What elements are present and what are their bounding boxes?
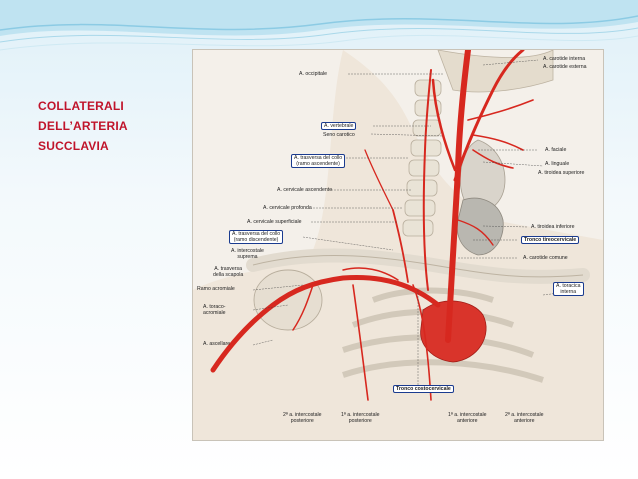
label-toraco-acromiale: A. toraco- acromiale: [203, 304, 226, 316]
label-trasversa-scapola-line2: della scapola: [213, 272, 244, 278]
label-1-int-post-line1: 1ª a. intercostale: [341, 412, 380, 418]
label-1-int-ant-line1: 1ª a. intercostale: [448, 412, 487, 418]
label-toracica-interna: A. toracica interna: [553, 282, 584, 296]
label-seno-carotico: Seno carotico: [323, 132, 355, 138]
label-intercostale-suprema-line2: suprema: [237, 254, 258, 260]
label-cervicale-ascendente: A. cervicale ascendente: [277, 187, 333, 193]
label-linguale: A. linguale: [545, 161, 570, 167]
label-trasversa-scapola-line1: A. trasversa: [214, 266, 242, 272]
label-ascellare: A. ascellare: [203, 341, 231, 347]
label-trasversa-collo-asc-line2: (ramo ascendente): [296, 161, 340, 167]
label-intercostale-suprema: A. intercostale suprema: [231, 248, 264, 260]
label-trasversa-collo-asc-line1: A. trasversa del collo: [294, 155, 343, 161]
label-1-int-post-line2: posteriore: [348, 418, 372, 424]
label-toraco-acromiale-line2: acromiale: [203, 310, 226, 316]
slide-title: COLLATERALI DELL’ARTERIA SUCCLAVIA: [38, 96, 158, 156]
title-line-3: SUCCLAVIA: [38, 139, 109, 153]
anatomical-illustration: A. occipitale A. carotide interna A. car…: [192, 49, 604, 441]
label-tiroidea-inferiore: A. tiroidea inferiore: [531, 224, 575, 230]
neck-arteries-drawing: [193, 50, 603, 440]
label-2-int-post-line2: posteriore: [290, 418, 314, 424]
label-1-int-ant-line2: anteriore: [457, 418, 478, 424]
label-cervicale-superficiale: A. cervicale superficiale: [247, 219, 302, 225]
label-trasversa-collo-disc-line2: (ramo discendente): [233, 237, 279, 243]
label-toraco-acromiale-line1: A. toraco-: [203, 304, 226, 310]
label-trasversa-scapola: A. trasversa della scapola: [213, 266, 243, 278]
label-carotide-esterna: A. carotide esterna: [543, 64, 587, 70]
title-line-2: DELL’ARTERIA: [38, 119, 128, 133]
label-toracica-interna-line2: interna: [560, 289, 577, 295]
label-toracica-interna-line1: A. toracica: [556, 283, 581, 289]
label-trasversa-collo-discendente: A. trasversa del collo (ramo discendente…: [229, 230, 284, 244]
label-1-intercostale-anteriore: 1ª a. intercostale anteriore: [448, 412, 487, 424]
title-line-1: COLLATERALI: [38, 99, 124, 113]
label-2-intercostale-anteriore: 2ª a. intercostale anteriore: [505, 412, 544, 424]
label-cervicale-profonda: A. cervicale profonda: [263, 205, 312, 211]
decorative-wave: [0, 0, 638, 51]
label-tronco-costocervicale: Tronco costocervicale: [393, 385, 454, 393]
label-ramo-acromiale: Ramo acromiale: [197, 286, 235, 292]
label-tronco-tireocervicale: Tronco tireocervicale: [521, 236, 580, 244]
label-2-int-post-line1: 2ª a. intercostale: [283, 412, 322, 418]
label-intercostale-suprema-line1: A. intercostale: [231, 248, 264, 254]
label-2-int-ant-line1: 2ª a. intercostale: [505, 412, 544, 418]
label-faciale: A. faciale: [545, 147, 567, 153]
label-carotide-comune: A. carotide comune: [523, 255, 568, 261]
label-2-intercostale-posteriore: 2ª a. intercostale posteriore: [283, 412, 322, 424]
label-trasversa-collo-disc-line1: A. trasversa del collo: [232, 231, 281, 237]
label-vertebrale: A. vertebrale: [321, 122, 357, 130]
label-trasversa-collo-ascendente: A. trasversa del collo (ramo ascendente): [291, 154, 346, 168]
label-1-intercostale-posteriore: 1ª a. intercostale posteriore: [341, 412, 380, 424]
label-occipitale: A. occipitale: [299, 71, 327, 77]
label-2-int-ant-line2: anteriore: [514, 418, 535, 424]
label-tiroidea-superiore: A. tiroidea superiore: [538, 170, 585, 176]
label-carotide-interna: A. carotide interna: [543, 56, 586, 62]
